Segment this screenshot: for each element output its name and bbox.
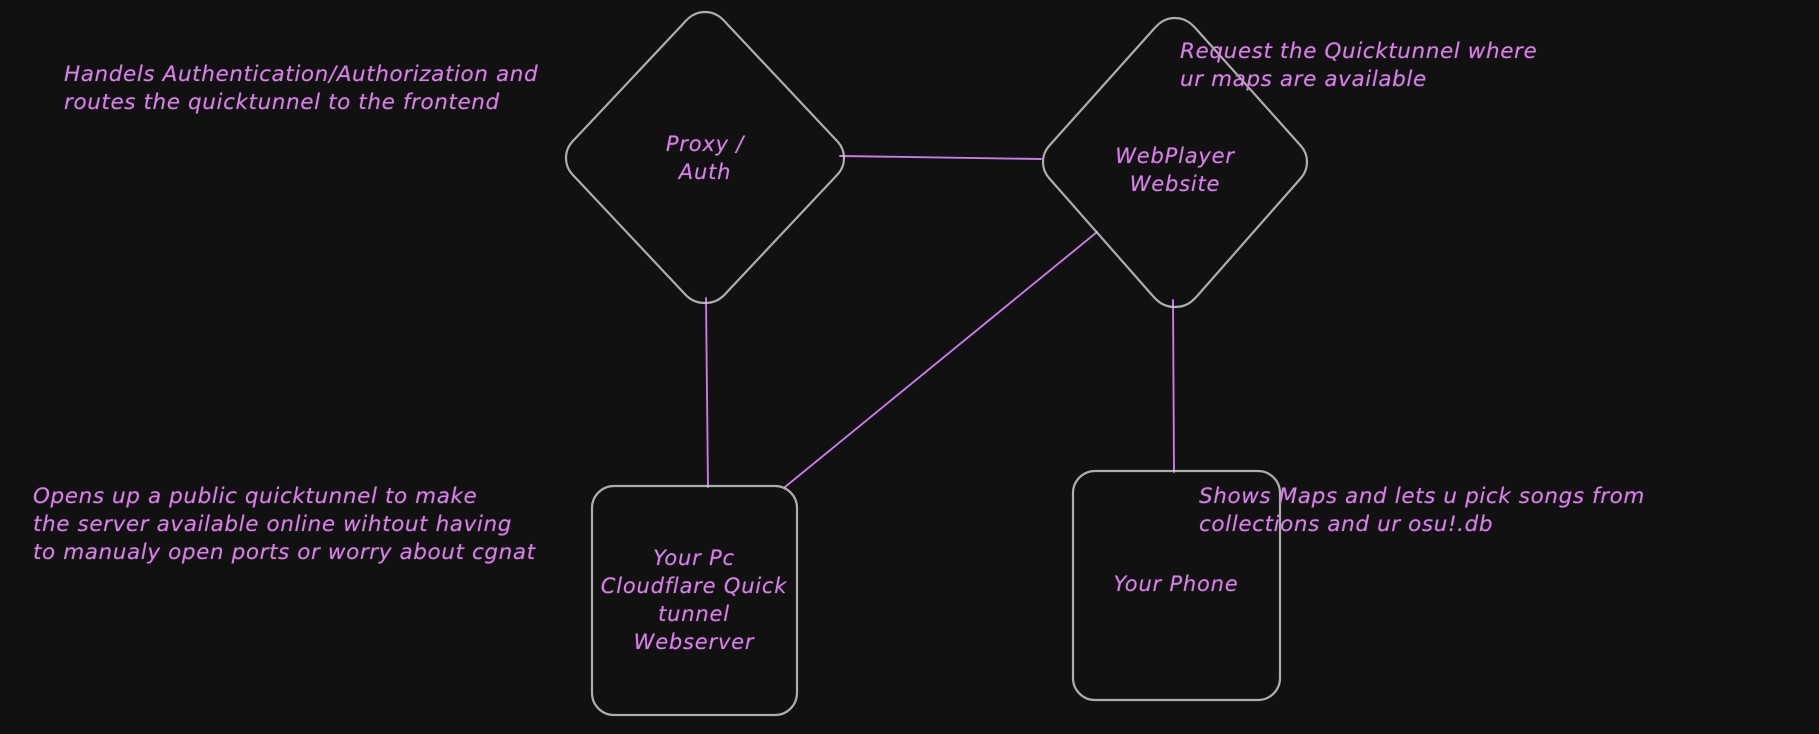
edge-webplayer-to-your-pc [784, 231, 1098, 488]
node-your-phone[interactable] [1071, 469, 1282, 702]
node-proxy-auth[interactable] [564, 10, 846, 305]
edge-layer [705, 155, 1175, 488]
edge-proxy-to-webplayer [839, 155, 1042, 160]
node-webplayer-website[interactable] [1041, 16, 1309, 309]
annotation-your-phone: Shows Maps and lets u pick songs from co… [1199, 484, 1645, 537]
annotation-your-pc: Opens up a public quicktunnel to make th… [33, 484, 536, 565]
edge-webplayer-to-your-phone [1172, 299, 1175, 473]
annotation-webplayer-website: Request the Quicktunnel where ur maps ar… [1180, 39, 1538, 92]
node-layer [564, 10, 1309, 717]
annotation-proxy-auth: Handels Authentication/Authorization and… [64, 62, 539, 115]
node-your-pc[interactable] [590, 484, 799, 717]
edge-proxy-to-your-pc [705, 297, 709, 488]
